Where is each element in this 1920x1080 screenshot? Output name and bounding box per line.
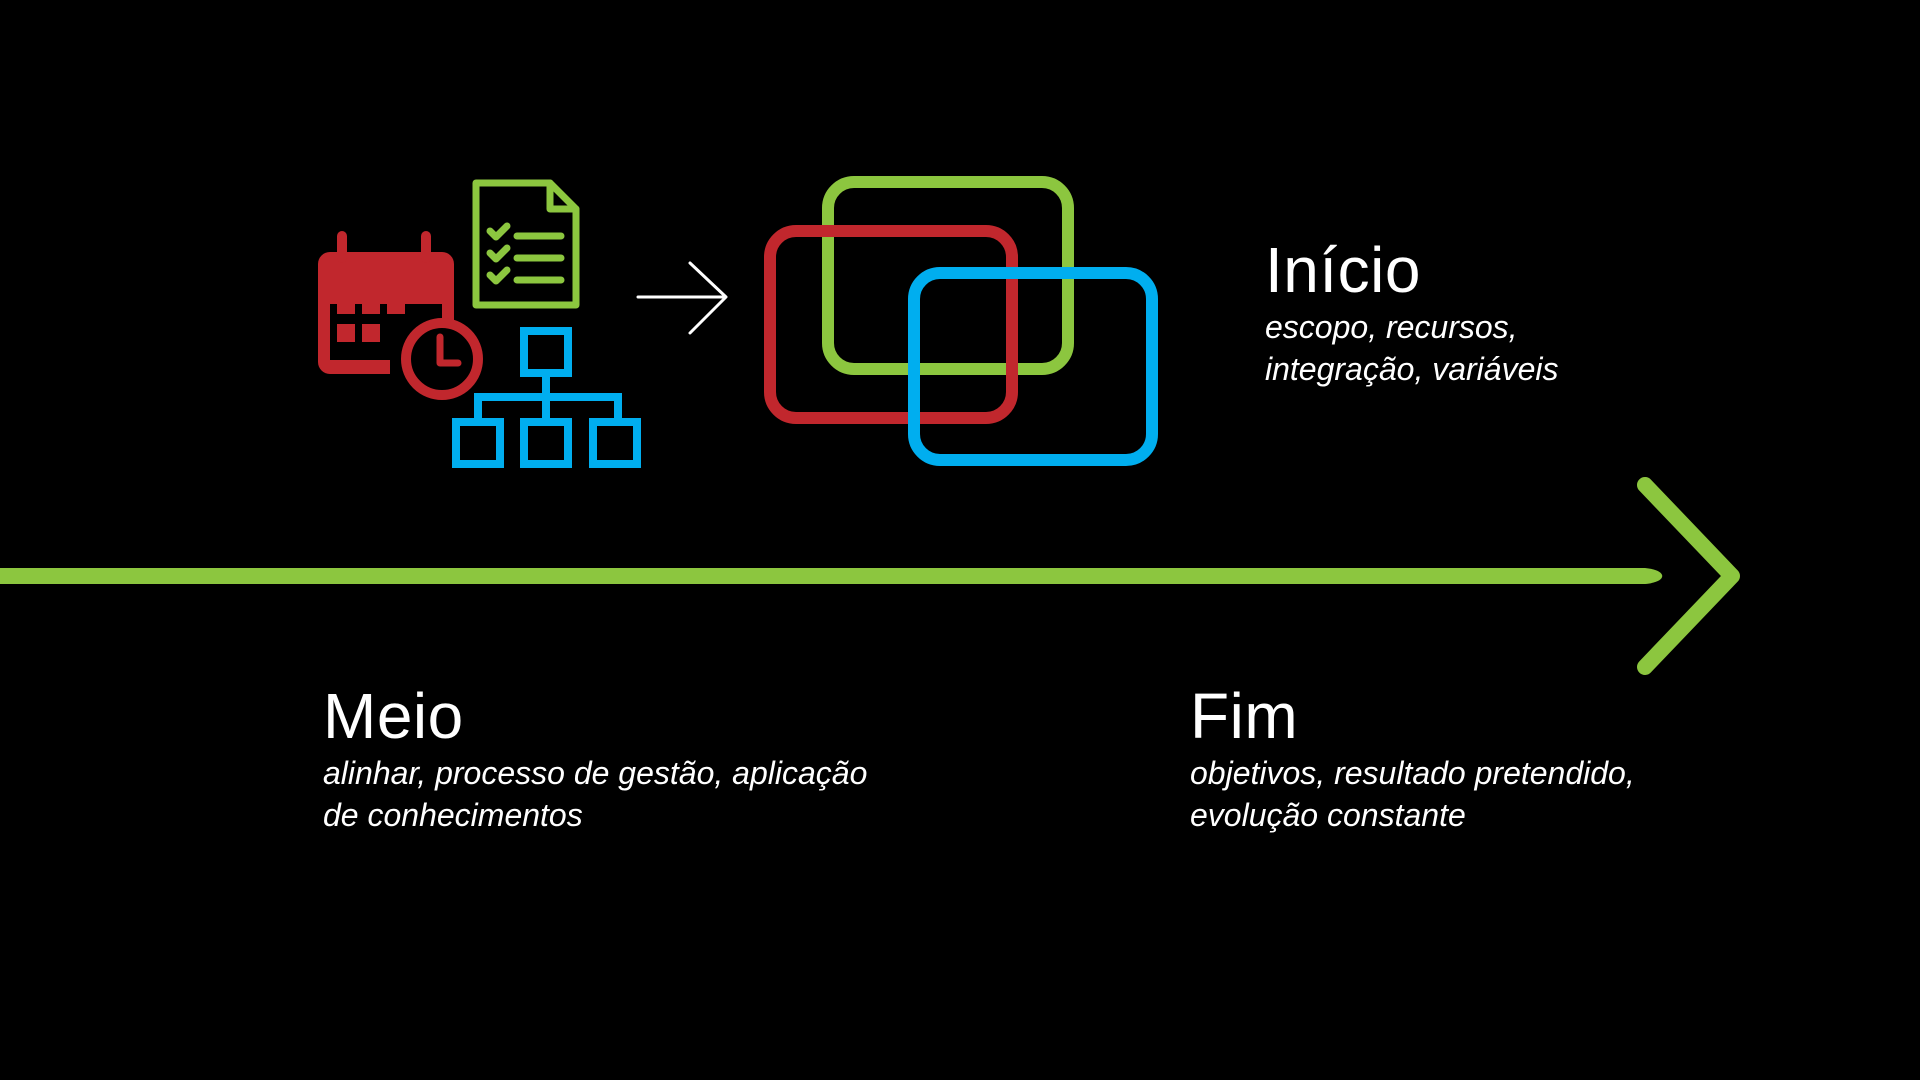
stage-inicio-desc-line-2: integração, variáveis xyxy=(1265,351,1559,387)
stage-fim-title: Fim xyxy=(1190,680,1299,752)
checklist-document-icon xyxy=(472,179,580,309)
stage-meio-description: alinhar, processo de gestão, aplicação d… xyxy=(323,752,867,836)
overlapping-frames-icon xyxy=(764,176,1158,466)
stage-fim-description: objetivos, resultado pretendido, evoluçã… xyxy=(1190,752,1635,836)
calendar-clock-icon xyxy=(318,231,483,400)
stage-meio-title: Meio xyxy=(323,680,464,752)
stage-inicio-desc-line-1: escopo, recursos, xyxy=(1265,309,1518,345)
stage-fim-desc-line-1: objetivos, resultado pretendido, xyxy=(1190,755,1635,791)
stage-meio-desc-line-1: alinhar, processo de gestão, aplicação xyxy=(323,755,868,791)
stage-meio-desc-line-2: de conhecimentos xyxy=(323,797,583,833)
stage-meio: Meio alinhar, processo de gestão, aplica… xyxy=(323,680,867,836)
stage-inicio-description: escopo, recursos, integração, variáveis xyxy=(1265,306,1558,390)
thin-arrow-right-icon xyxy=(636,261,728,335)
stage-inicio: Início escopo, recursos, integração, var… xyxy=(1265,234,1558,390)
timeline-arrow-icon xyxy=(0,477,1740,675)
stage-fim: Fim objetivos, resultado pretendido, evo… xyxy=(1190,680,1635,836)
stage-fim-desc-line-2: evolução constante xyxy=(1190,797,1466,833)
stage-inicio-title: Início xyxy=(1265,234,1421,306)
org-chart-icon xyxy=(452,327,641,468)
